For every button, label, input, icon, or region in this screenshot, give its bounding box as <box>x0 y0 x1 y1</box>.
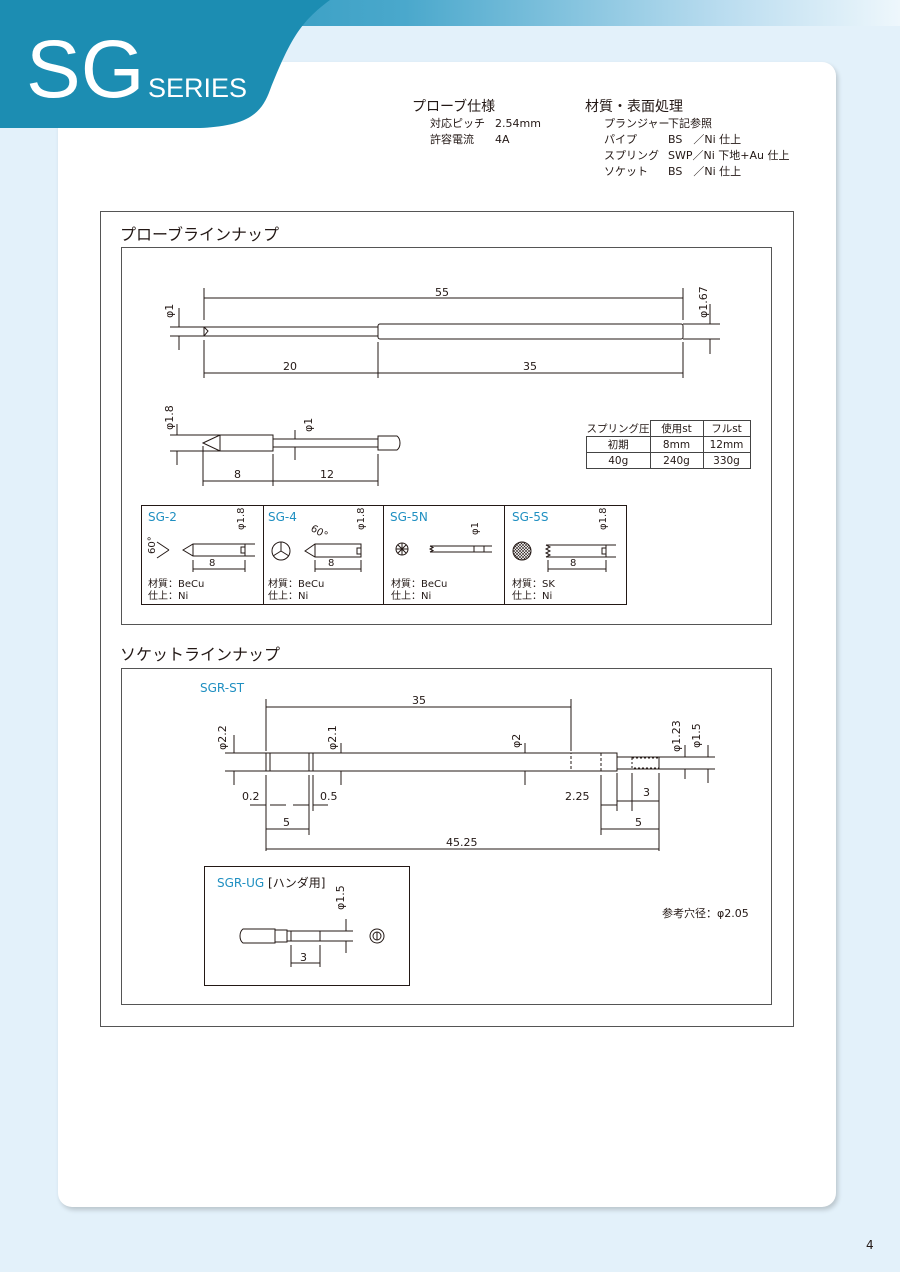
sgr-ug-box <box>204 866 410 986</box>
material-spec-3: BS ／Ni 仕上 <box>668 165 742 178</box>
sgr-ug-drawing <box>239 919 385 967</box>
sgr-st-l05: 0.5 <box>320 790 338 803</box>
page-number: 4 <box>866 1238 874 1252</box>
sg2-len: 8 <box>209 558 216 569</box>
sgr-st-l5b: 5 <box>635 816 642 829</box>
sgr-st-l225: 2.25 <box>565 790 590 803</box>
sgr-st-d2: φ2 <box>510 733 523 748</box>
spring-table-row1-c2: 12mm <box>702 436 751 453</box>
sgr-st-d15: φ1.5 <box>690 723 703 748</box>
spring-table-row1-c1: 8mm <box>649 436 704 453</box>
hole-diameter-note: 参考穴径：φ2.05 <box>662 907 749 920</box>
series-logo: SG SERIES <box>0 0 330 128</box>
sg2-name: SG-2 <box>148 510 177 524</box>
material-spec-0: 下記参照 <box>668 117 712 130</box>
probe-spec-value-1: 4A <box>495 133 510 146</box>
probe-lineup-title: プローブラインナップ <box>120 225 280 244</box>
dim-plunger-tip: 8 <box>234 468 241 481</box>
dim-tip-dia: φ1 <box>163 303 176 318</box>
material-spec-2: SWP／Ni 下地+Au 仕上 <box>668 149 790 162</box>
sg5s-name: SG-5S <box>512 510 549 524</box>
sgr-st-d123: φ1.23 <box>670 720 683 752</box>
material-spec-1: BS ／Ni 仕上 <box>668 133 742 146</box>
sg4-name: SG-4 <box>268 510 297 524</box>
probe-spec-label-1: 許容電流 <box>430 133 474 146</box>
sgr-ug-suffix: [ハンダ用] <box>268 876 326 890</box>
plunger-drawing <box>170 424 401 486</box>
sg2-finish: 仕上：Ni <box>148 591 189 602</box>
spring-table-row1-label: 初期 <box>586 436 651 453</box>
spring-table-corner: スプリング圧 <box>586 422 650 435</box>
sg2-dia: φ1.8 <box>236 507 247 531</box>
sgr-st-drawing <box>225 699 715 851</box>
sg5s-finish: 仕上：Ni <box>512 591 553 602</box>
sg5n-dia: φ1 <box>470 522 481 535</box>
dim-seg-left: 20 <box>283 360 297 373</box>
material-part-3: ソケット <box>604 165 648 178</box>
spring-table-row2-c2: 330g <box>702 452 751 469</box>
tip-divider-3 <box>504 505 505 604</box>
sgr-st-name: SGR-ST <box>200 681 245 695</box>
sgr-ug-dia: φ1.5 <box>334 885 347 910</box>
sg2-material: 材質：BeCu <box>148 579 205 590</box>
tip-divider-2 <box>383 505 384 604</box>
sgr-st-l3: 3 <box>643 786 650 799</box>
tip-divider-1 <box>263 505 264 604</box>
sg5s-len: 8 <box>570 558 577 569</box>
sgr-ug-len: 3 <box>300 951 307 964</box>
spring-table-row2-label: 40g <box>586 452 651 469</box>
spring-table-col1: 使用st <box>649 420 704 437</box>
logo-main-text: SG <box>26 24 144 115</box>
sg5s-material: 材質：SK <box>512 579 555 590</box>
sg5s-dia: φ1.8 <box>598 507 609 531</box>
dim-plunger-shaft: 12 <box>320 468 334 481</box>
material-part-2: スプリング <box>604 149 659 162</box>
sg5n-name: SG-5N <box>390 510 428 524</box>
sgr-st-total: 45.25 <box>446 836 478 849</box>
material-part-0: プランジャー <box>604 117 670 130</box>
sg4-finish: 仕上：Ni <box>268 591 309 602</box>
spring-table-row2-c1: 240g <box>649 452 704 469</box>
spring-table-col2: フルst <box>702 420 751 437</box>
probe-spec-value-0: 2.54mm <box>495 117 541 130</box>
material-part-1: パイプ <box>604 133 637 146</box>
socket-lineup-title: ソケットラインナップ <box>120 645 281 664</box>
sgr-ug-name: SGR-UG <box>217 876 265 890</box>
sg4-dia: φ1.8 <box>356 507 367 531</box>
logo-sub-text: SERIES <box>148 73 247 103</box>
spring-pressure-table: スプリング圧 使用st フルst 初期 8mm 12mm 40g 240g 33… <box>586 420 751 469</box>
sgr-ug-title: SGR-UG [ハンダ用] <box>217 874 325 891</box>
dim-body-dia: φ1.67 <box>697 286 710 318</box>
sg5n-drawing <box>395 542 492 556</box>
sgr-st-top-len: 35 <box>412 694 426 707</box>
probe-spec-title: プローブ仕様 <box>412 99 496 115</box>
dim-plunger-dia: φ1.8 <box>163 405 176 430</box>
material-title: 材質・表面処理 <box>585 99 683 115</box>
sg5s-drawing <box>512 541 616 572</box>
sg2-drawing <box>156 541 255 572</box>
sg5n-finish: 仕上：Ni <box>391 591 432 602</box>
sgr-st-d21: φ2.1 <box>326 725 339 750</box>
sgr-st-d22: φ2.2 <box>216 725 229 750</box>
sgr-st-l5a: 5 <box>283 816 290 829</box>
sg4-len: 8 <box>328 558 335 569</box>
dim-plunger-shaft-dia: φ1 <box>302 417 315 432</box>
dim-seg-right: 35 <box>523 360 537 373</box>
sg4-drawing <box>271 541 362 572</box>
dim-overall-length: 55 <box>435 286 449 299</box>
sg4-material: 材質：BeCu <box>268 579 325 590</box>
sgr-st-l02: 0.2 <box>242 790 260 803</box>
probe-overall-drawing <box>170 288 720 378</box>
probe-spec-label-0: 対応ピッチ <box>430 117 485 130</box>
sg5n-material: 材質：BeCu <box>391 579 448 590</box>
sg2-angle: 60° <box>147 536 158 554</box>
